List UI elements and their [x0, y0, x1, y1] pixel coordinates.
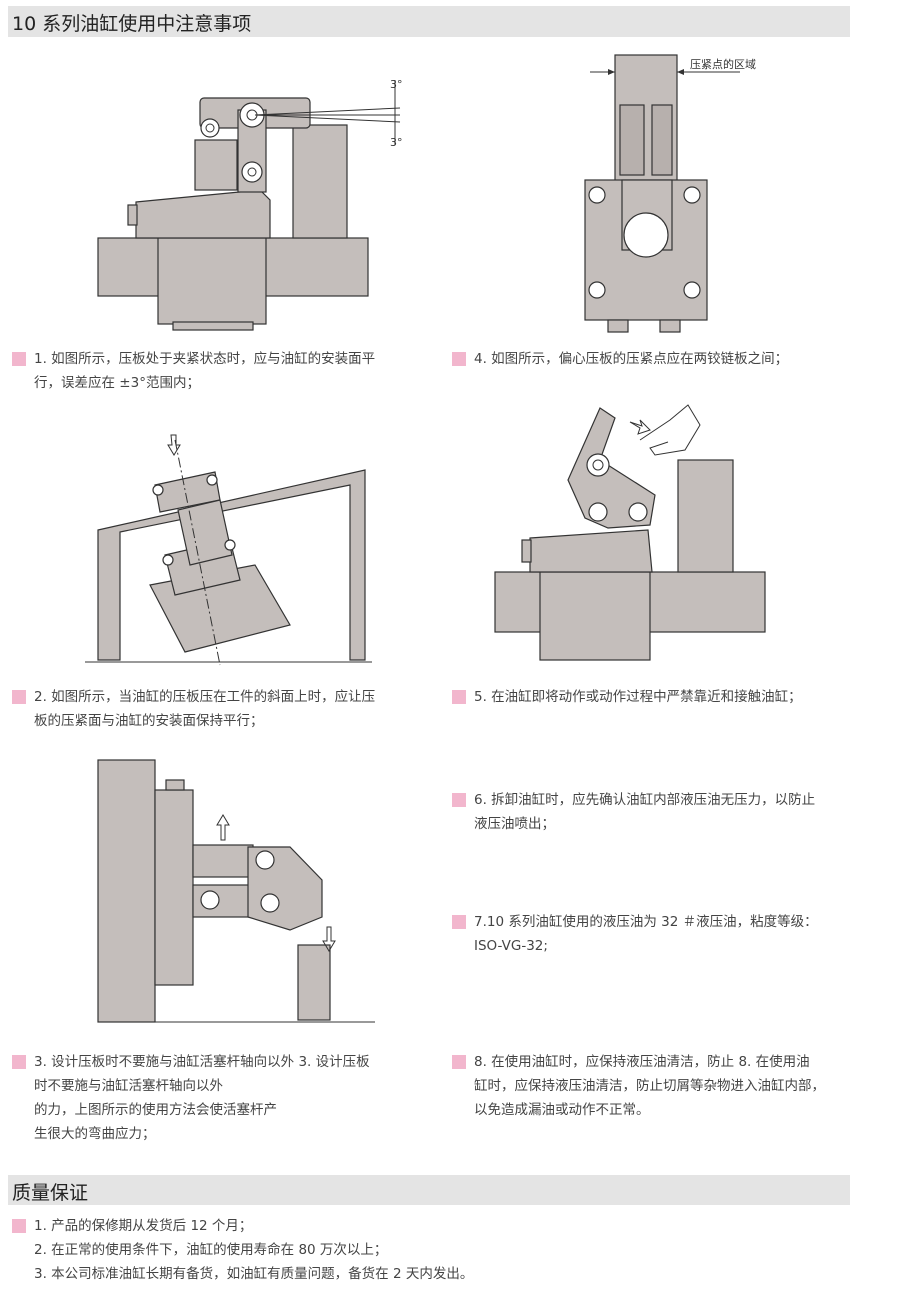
figure-2-slope-workpiece	[85, 434, 372, 666]
quality-title: 质量保证	[12, 1182, 89, 1204]
bullet-square	[452, 793, 466, 807]
figure-4-pressing-zone: 压紧点的区域	[584, 54, 756, 333]
bullet-square	[452, 690, 466, 704]
note-8: 8. 在使用油缸时，应保持液压油清洁，防止 8. 在使用油 缸时，应保持液压油清…	[452, 1050, 872, 1122]
quality-line-3: 3. 本公司标准油缸长期有备货，如油缸有质量问题，备货在 2 天内发出。	[34, 1266, 474, 1282]
bullet-square	[452, 352, 466, 366]
quality-line-2: 2. 在正常的使用条件下，油缸的使用寿命在 80 万次以上；	[34, 1242, 388, 1258]
quality-list: 1. 产品的保修期从发货后 12 个月； 2. 在正常的使用条件下，油缸的使用寿…	[12, 1214, 872, 1286]
bullet-square	[452, 915, 466, 929]
note-1: 1. 如图所示，压板处于夹紧状态时，应与油缸的安装面平 行，误差应在 ±3°范围…	[12, 347, 432, 395]
note-6: 6. 拆卸油缸时，应先确认油缸内部液压油无压力，以防止 液压油喷出；	[452, 788, 872, 836]
bullet-square	[12, 1219, 26, 1233]
section-header-bar: 10 系列油缸使用中注意事项	[8, 6, 850, 37]
bullet-square	[12, 690, 26, 704]
bullet-square	[12, 352, 26, 366]
pressing-zone-label: 压紧点的区域	[690, 57, 756, 71]
note-5: 5. 在油缸即将动作或动作过程中严禁靠近和接触油缸；	[452, 685, 872, 709]
note-7: 7.10 系列油缸使用的液压油为 32 ＃液压油，粘度等级： ISO-VG-32…	[452, 910, 872, 958]
figure-1-parallel-clamp: 3° 3°	[97, 78, 403, 331]
angle-label-top: 3°	[390, 78, 403, 91]
bullet-square	[12, 1055, 26, 1069]
figure-3-side-load	[97, 759, 375, 1023]
angle-label-bottom: 3°	[390, 136, 403, 149]
bullet-square	[452, 1055, 466, 1069]
note-2: 2. 如图所示，当油缸的压板压在工件的斜面上时，应让压 板的压紧面与油缸的安装面…	[12, 685, 432, 733]
section-title: 10 系列油缸使用中注意事项	[12, 13, 252, 35]
quality-line-1: 1. 产品的保修期从发货后 12 个月；	[34, 1218, 253, 1234]
figure-5-do-not-touch	[494, 404, 766, 661]
quality-header-bar: 质量保证	[8, 1175, 850, 1205]
note-4: 4. 如图所示，偏心压板的压紧点应在两铰链板之间；	[452, 347, 872, 371]
note-3: 3. 设计压板时不要施与油缸活塞杆轴向以外 3. 设计压板 时不要施与油缸活塞杆…	[12, 1050, 432, 1146]
